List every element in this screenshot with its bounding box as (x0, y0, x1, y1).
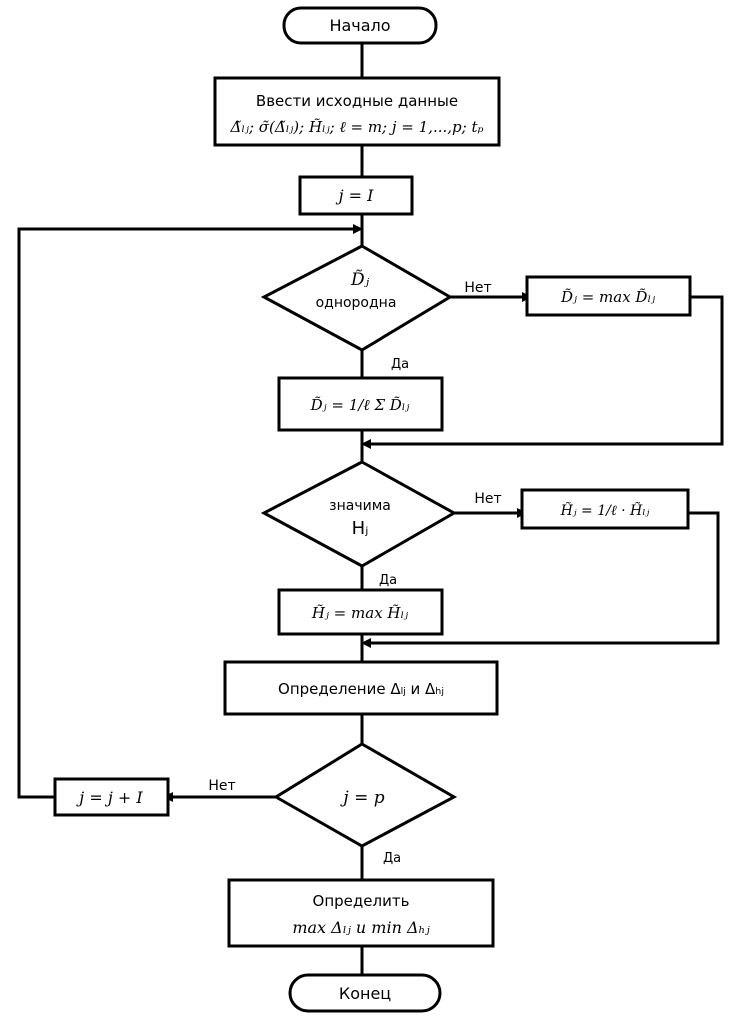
start-terminator: Начало (282, 6, 438, 45)
end-label: Конец (339, 984, 391, 1003)
start-label: Начало (329, 16, 390, 35)
decision2-line2: Hⱼ (352, 518, 369, 539)
mean-d-box: D̃ⱼ = 1/ℓ Σ D̃ₗⱼ (277, 376, 444, 432)
increment-box: j = j + I (53, 777, 170, 817)
decision2-no-label: Нет (474, 491, 501, 507)
init-box: j = I (298, 175, 414, 216)
input-line1: Ввести исходные данные (256, 92, 458, 110)
determination-label: Определение Δₗⱼ и Δₕⱼ (278, 680, 444, 698)
init-label: j = I (336, 186, 375, 205)
mean-h-box: H̃ⱼ = 1/ℓ · H̃ₗⱼ (520, 488, 690, 530)
connectors (17, 43, 724, 975)
decision1-line1: D̃ⱼ (350, 270, 370, 290)
decision1-line2: однородна (316, 295, 397, 311)
mean-d-label: D̃ⱼ = 1/ℓ Σ D̃ₗⱼ (310, 396, 410, 414)
max-h-label: H̃ⱼ = max H̃ₗⱼ (311, 604, 408, 622)
decision1-no-label: Нет (464, 280, 491, 296)
decision3-no-label: Нет (208, 778, 235, 794)
decision-j-equals-p: j = p Нет Да (208, 742, 458, 866)
result-line2: max Δₗⱼ и min Δₕⱼ (292, 918, 430, 937)
input-data-box: Ввести исходные данные Δ̃ₗⱼ; σ̃(Δ̃ₗⱼ); H… (213, 76, 501, 147)
decision-significant: значима Hⱼ Нет Да (260, 460, 502, 588)
decision3-yes-label: Да (383, 851, 401, 866)
max-d-box: D̃ⱼ = max D̃ₗⱼ (525, 275, 692, 317)
max-d-label: D̃ⱼ = max D̃ₗⱼ (560, 288, 655, 306)
decision2-line1: значима (329, 498, 391, 514)
decision1-yes-label: Да (391, 357, 409, 372)
end-terminator: Конец (288, 973, 442, 1013)
max-h-box: H̃ⱼ = max H̃ₗⱼ (277, 588, 444, 636)
input-line2: Δ̃ₗⱼ; σ̃(Δ̃ₗⱼ); H̃ₗⱼ; ℓ = m; j = 1,...,p… (230, 118, 484, 136)
decision2-yes-label: Да (379, 573, 397, 588)
result-box: Определить max Δₗⱼ и min Δₕⱼ (227, 878, 495, 948)
mean-h-label: H̃ⱼ = 1/ℓ · H̃ₗⱼ (560, 501, 650, 519)
determination-box: Определение Δₗⱼ и Δₕⱼ (223, 660, 499, 716)
increment-label: j = j + I (76, 788, 143, 807)
decision-homogeneous: D̃ⱼ однородна Нет Да (260, 244, 492, 372)
result-line1: Определить (313, 892, 410, 910)
decision3-label: j = p (339, 788, 384, 808)
